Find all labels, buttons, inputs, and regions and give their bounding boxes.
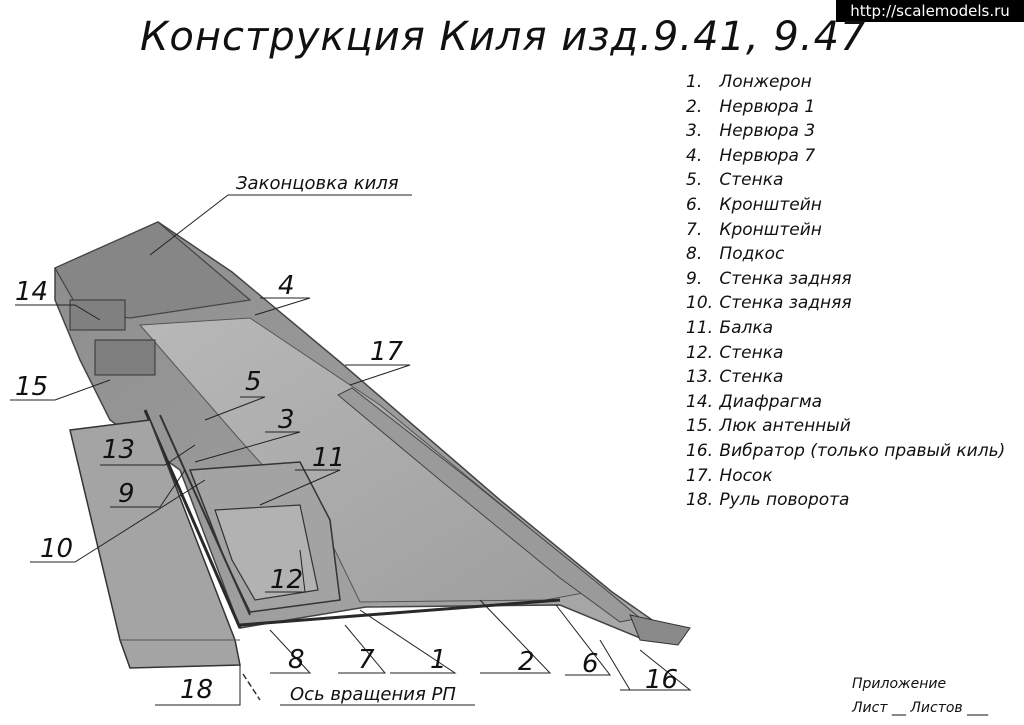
vibrator xyxy=(629,614,691,646)
legend-item-number: 15. xyxy=(686,416,714,437)
legend-item-label: Вибратор (только правый киль) xyxy=(719,440,1006,461)
legend-item: 6. Кронштейн xyxy=(686,193,1005,218)
legend-item-number: 12. xyxy=(686,342,714,363)
legend-item-label: Стенка задняя xyxy=(719,293,852,314)
callout-14: 14 xyxy=(15,277,48,307)
legend-item: 9. Стенка задняя xyxy=(686,267,1005,292)
callout-6: 6 xyxy=(582,649,599,679)
legend-item-label: Лонжерон xyxy=(719,72,812,92)
legend-item: 5. Стенка xyxy=(686,168,1005,193)
callout-17: 17 xyxy=(370,337,404,367)
rotation-axis-line xyxy=(242,673,261,701)
legend-item-number: 3. xyxy=(686,121,703,142)
legend-item-label: Носок xyxy=(719,465,773,486)
legend-item: 8. Подкос xyxy=(686,242,1005,267)
bottom-rib xyxy=(239,598,561,627)
legend-item-label: Нервюра 3 xyxy=(719,121,816,142)
callout-12: 12 xyxy=(270,565,303,595)
callout-10: 10 xyxy=(40,534,73,564)
legend-item-label: Нервюра 7 xyxy=(719,145,816,166)
antenna-hatch xyxy=(94,339,156,376)
legend-item-label: Балка xyxy=(719,317,774,338)
legend-item: 7. Кронштейн xyxy=(686,218,1005,243)
legend-item: 12. Стенка xyxy=(686,341,1005,366)
callout-13: 13 xyxy=(102,435,135,465)
legend-item-number: 6. xyxy=(686,194,703,215)
spar-line xyxy=(159,414,251,616)
leader-lines xyxy=(10,194,692,706)
watermark: http://scalemodels.ru xyxy=(836,0,1024,22)
fin-tip-annotation: Законцовка киля xyxy=(236,173,399,194)
legend-item-number: 16. xyxy=(686,440,714,461)
callout-18: 18 xyxy=(180,675,213,705)
legend-item-number: 7. xyxy=(686,219,703,240)
legend-item-number: 4. xyxy=(686,145,703,166)
title-block-stamp: Приложение Лист __ Листов ___ xyxy=(852,672,988,720)
legend-item-number: 10. xyxy=(686,293,714,314)
legend-item-number: 17. xyxy=(686,465,714,486)
page-title: Конструкция Киля изд.9.41, 9.47 xyxy=(140,14,867,60)
callout-2: 2 xyxy=(518,647,535,677)
legend-item-number: 1. xyxy=(686,72,703,92)
legend-item-label: Подкос xyxy=(719,244,785,265)
legend-item-number: 8. xyxy=(686,244,703,265)
callout-1: 1 xyxy=(430,645,447,675)
legend-item: 2. Нервюра 1 xyxy=(686,95,1005,120)
legend-item: 17. Носок xyxy=(686,464,1005,489)
legend-item-label: Диафрагма xyxy=(719,391,823,412)
legend-item-label: Стенка xyxy=(719,367,784,388)
inner-bay xyxy=(214,504,319,601)
legend-item: 10. Стенка задняя xyxy=(686,291,1005,316)
legend-item-number: 9. xyxy=(686,268,703,289)
legend-item-number: 5. xyxy=(686,170,703,191)
legend-item-number: 13. xyxy=(686,367,714,388)
legend-item-number: 14. xyxy=(686,391,714,412)
legend-item: 3. Нервюра 3 xyxy=(686,119,1005,144)
legend-item-number: 11. xyxy=(686,317,714,338)
callout-8: 8 xyxy=(288,645,305,675)
legend-item: 16. Вибратор (только правый киль) xyxy=(686,439,1005,464)
rotation-axis-annotation: Ось вращения РП xyxy=(290,684,456,705)
legend-item-label: Люк антенный xyxy=(719,416,851,437)
legend-item: 1. Лонжерон xyxy=(686,70,1005,95)
stamp-line-2: Лист __ Листов ___ xyxy=(852,700,989,716)
callout-3: 3 xyxy=(278,405,295,435)
callout-15: 15 xyxy=(15,372,48,402)
legend-item: 18. Руль поворота xyxy=(686,488,1005,513)
legend-item-label: Стенка задняя xyxy=(719,268,852,289)
legend-item-label: Кронштейн xyxy=(719,194,822,215)
callout-4: 4 xyxy=(278,271,295,301)
callout-7: 7 xyxy=(358,645,375,675)
legend-item-label: Руль поворота xyxy=(719,490,850,511)
legend-item: 4. Нервюра 7 xyxy=(686,144,1005,169)
legend-item-label: Стенка xyxy=(719,170,784,191)
legend-item-number: 2. xyxy=(686,96,703,117)
callout-9: 9 xyxy=(118,479,135,509)
callout-5: 5 xyxy=(245,367,262,397)
legend-item-number: 18. xyxy=(686,490,714,511)
legend-item-label: Кронштейн xyxy=(719,219,822,240)
legend-item: 14. Диафрагма xyxy=(686,390,1005,415)
legend-item: 15. Люк антенный xyxy=(686,414,1005,439)
legend-item-label: Нервюра 1 xyxy=(719,96,816,117)
stamp-line-1: Приложение xyxy=(852,676,947,692)
callout-16: 16 xyxy=(645,665,678,695)
legend-item: 11. Балка xyxy=(686,316,1005,341)
diaphragm xyxy=(69,299,126,331)
callout-11: 11 xyxy=(312,443,345,473)
legend-item-label: Стенка xyxy=(719,342,784,363)
legend-item: 13. Стенка xyxy=(686,365,1005,390)
